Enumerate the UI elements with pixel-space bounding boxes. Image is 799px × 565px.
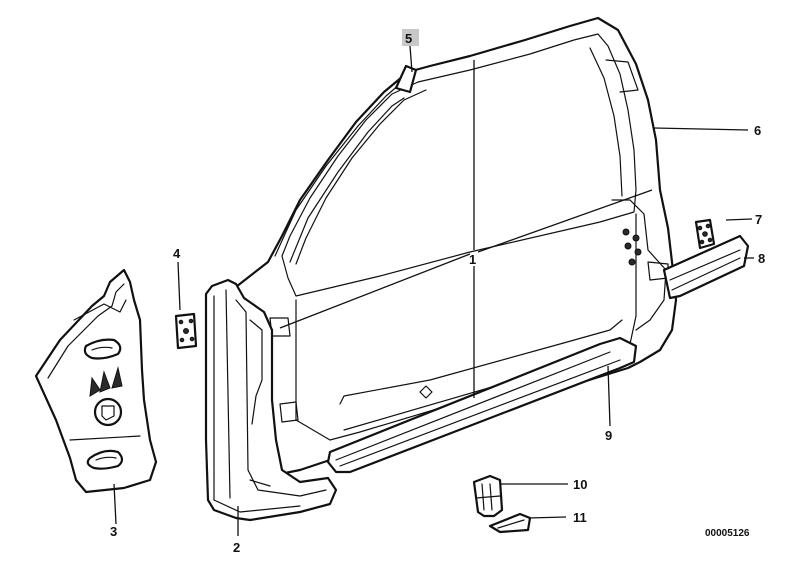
callout-4[interactable]: 4 [173,246,181,261]
roof-rail[interactable] [274,59,639,263]
small-plate-right[interactable] [694,218,716,250]
callout-6[interactable]: 6 [754,123,761,138]
sill-rocker[interactable] [326,336,638,474]
callout-9[interactable]: 9 [605,428,612,443]
callout-11[interactable]: 11 [573,510,587,525]
callout-10[interactable]: 10 [573,477,587,492]
callout-7[interactable]: 7 [755,212,762,227]
callout-3[interactable]: 3 [110,524,117,539]
callout-labels: 5 1 6 7 8 4 9 10 11 2 3 00005126 [110,29,765,555]
leader-lines [113,45,754,536]
a-pillar-panel[interactable] [204,278,338,522]
callout-5[interactable]: 5 [405,31,412,46]
front-inner-panel[interactable] [34,268,158,494]
highlight-box [402,29,419,46]
clip[interactable] [472,474,504,518]
small-plate-left[interactable] [174,312,198,350]
callout-2[interactable]: 2 [233,540,240,555]
callout-1[interactable]: 1 [469,252,476,267]
wedge-piece[interactable] [488,512,532,534]
drawing-code: 00005126 [705,528,750,539]
rear-sill-extension[interactable] [662,234,750,300]
callout-8[interactable]: 8 [758,251,765,266]
